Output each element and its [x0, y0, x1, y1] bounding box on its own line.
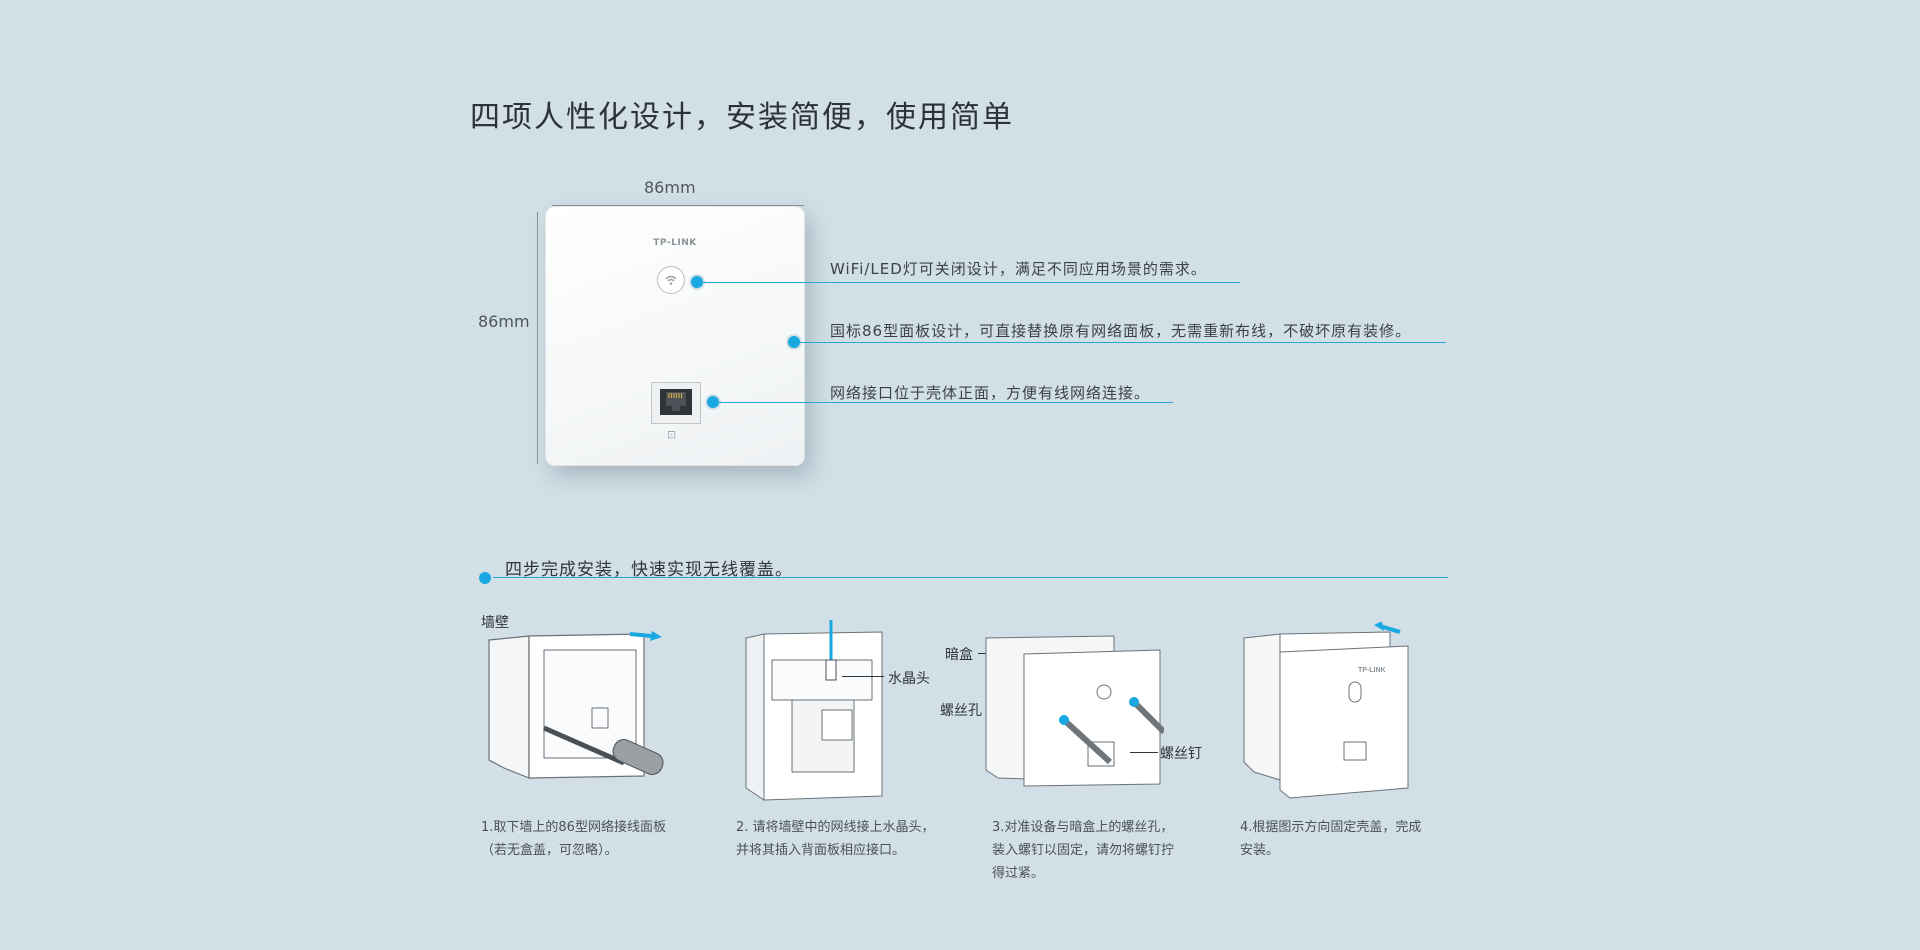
- height-dimension-line: [537, 212, 538, 464]
- width-dimension-label: 86mm: [644, 178, 696, 197]
- wifi-led-button-icon: [657, 266, 685, 294]
- callout-leader-line: [703, 282, 1240, 283]
- callout-dot: [707, 396, 719, 408]
- step1-illustration: [488, 631, 664, 779]
- label-screw: 螺丝钉: [1160, 746, 1202, 762]
- label-crystal-head: 水晶头: [888, 671, 930, 687]
- label-leader-line: [842, 676, 884, 677]
- page-title: 四项人性化设计，安装简便，使用简单: [470, 100, 1014, 135]
- wall-panel-ap-image: TP-LINK ⊡: [545, 206, 805, 466]
- svg-text:TP-LINK: TP-LINK: [1358, 667, 1386, 674]
- step-2-text: 2. 请将墙壁中的网线接上水晶头， 并将其插入背面板相应接口。: [736, 820, 935, 858]
- step4-illustration: TP-LINK: [1243, 622, 1409, 799]
- wifi-icon: [665, 275, 677, 285]
- label-wall: 墙壁: [481, 615, 509, 631]
- brand-logo: TP-LINK: [653, 238, 697, 248]
- label-leader-line: [1130, 752, 1158, 753]
- height-dimension-label: 86mm: [478, 312, 530, 331]
- callout-dot: [788, 336, 800, 348]
- install-heading-dot: [479, 572, 491, 584]
- step2-illustration: [745, 620, 883, 801]
- callout-leader-line: [719, 402, 1173, 403]
- step-4-text: 4.根据图示方向固定壳盖，完成 安装。: [1240, 820, 1422, 858]
- network-port-symbol-icon: ⊡: [667, 428, 677, 441]
- step-3-text: 3.对准设备与暗盒上的螺丝孔， 装入螺钉以固定，请勿将螺钉拧 得过紧。: [992, 820, 1175, 881]
- callout-dot: [691, 276, 703, 288]
- step3-illustration: [985, 635, 1164, 787]
- step-1-text: 1.取下墙上的86型网络接线面板 （若无盒盖，可忽略）。: [481, 820, 666, 858]
- ethernet-port-icon: [651, 382, 701, 424]
- install-heading-line: [485, 577, 1448, 578]
- label-screw-hole: 螺丝孔: [940, 703, 982, 719]
- callout-text-wifi-led: WiFi/LED灯可关闭设计，满足不同应用场景的需求。: [830, 260, 1207, 278]
- callout-text-86-panel: 国标86型面板设计，可直接替换原有网络面板，无需重新布线，不破坏原有装修。: [830, 322, 1412, 340]
- callout-text-port: 网络接口位于壳体正面，方便有线网络连接。: [830, 384, 1151, 402]
- label-box: 暗盒: [945, 647, 973, 663]
- width-dimension-line: [552, 205, 804, 206]
- install-heading: 四步完成安装，快速实现无线覆盖。: [505, 560, 793, 580]
- callout-leader-line: [800, 342, 1446, 343]
